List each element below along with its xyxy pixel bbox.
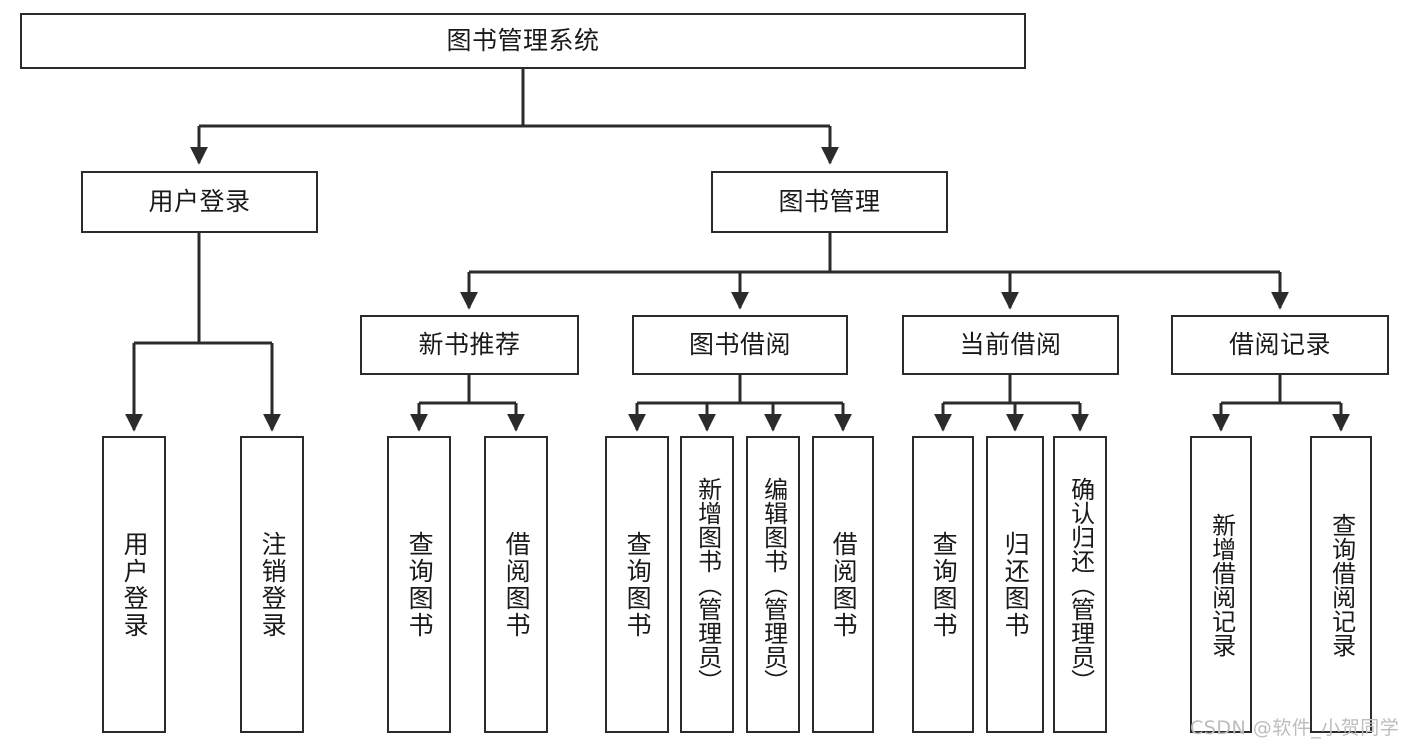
node-leaf-query-book-2[interactable]: 查询图书 [605, 436, 669, 733]
node-label: 归还图书 [1001, 530, 1031, 639]
node-label: 查询图书 [405, 530, 435, 639]
node-new-book-recommend[interactable]: 新书推荐 [360, 315, 579, 375]
node-leaf-borrow-book-2[interactable]: 借阅图书 [812, 436, 874, 733]
node-label: 当前借阅 [959, 330, 1062, 360]
node-label: 查询借阅记录 [1327, 512, 1356, 657]
node-label: 确认归还（管理员） [1066, 476, 1095, 693]
node-label: 图书借阅 [688, 330, 791, 360]
node-leaf-edit-book-admin[interactable]: 编辑图书（管理员） [746, 436, 800, 733]
node-current-borrow[interactable]: 当前借阅 [902, 315, 1119, 375]
node-book-management[interactable]: 图书管理 [711, 171, 948, 233]
node-borrow-record[interactable]: 借阅记录 [1171, 315, 1389, 375]
node-leaf-user-login[interactable]: 用户登录 [102, 436, 166, 733]
node-leaf-add-book-admin[interactable]: 新增图书（管理员） [680, 436, 734, 733]
node-label: 图书管理系统 [446, 26, 600, 56]
node-root-system[interactable]: 图书管理系统 [20, 13, 1026, 69]
node-label: 查询图书 [623, 530, 653, 639]
node-leaf-query-borrow-record[interactable]: 查询借阅记录 [1310, 436, 1372, 733]
node-label: 注销登录 [258, 530, 288, 639]
node-leaf-confirm-return-admin[interactable]: 确认归还（管理员） [1053, 436, 1107, 733]
node-label: 用户登录 [120, 530, 150, 639]
watermark: CSDN @软件_小贺同学 [1190, 717, 1400, 739]
node-label: 编辑图书（管理员） [759, 476, 788, 693]
node-label: 图书管理 [778, 187, 881, 217]
node-leaf-borrow-book-1[interactable]: 借阅图书 [484, 436, 548, 733]
node-label: 借阅图书 [829, 530, 859, 639]
node-book-borrow[interactable]: 图书借阅 [632, 315, 848, 375]
node-leaf-logout[interactable]: 注销登录 [240, 436, 304, 733]
node-label: 新增图书（管理员） [693, 476, 722, 693]
node-label: 借阅记录 [1228, 330, 1331, 360]
node-label: 新书推荐 [418, 330, 521, 360]
node-label: 查询图书 [929, 530, 959, 639]
node-label: 用户登录 [148, 187, 251, 217]
node-leaf-query-book-3[interactable]: 查询图书 [912, 436, 974, 733]
node-user-login[interactable]: 用户登录 [81, 171, 318, 233]
node-leaf-return-book[interactable]: 归还图书 [986, 436, 1044, 733]
node-label: 借阅图书 [502, 530, 532, 639]
node-label: 新增借阅记录 [1207, 512, 1236, 657]
node-leaf-query-book-1[interactable]: 查询图书 [387, 436, 451, 733]
node-leaf-add-borrow-record[interactable]: 新增借阅记录 [1190, 436, 1252, 733]
